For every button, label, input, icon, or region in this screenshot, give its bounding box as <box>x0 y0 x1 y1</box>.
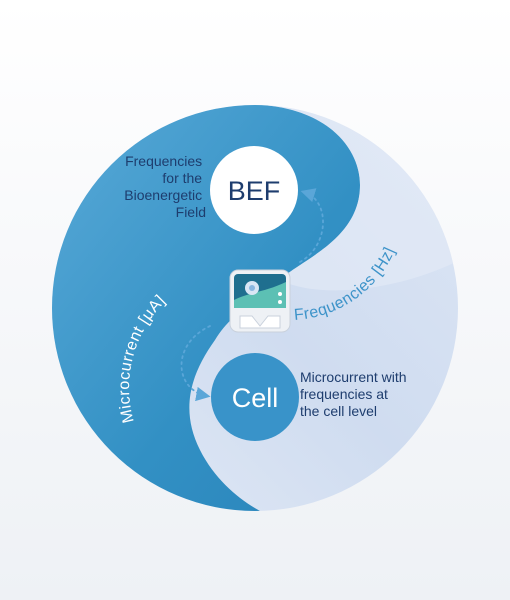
cell-description: Microcurrent with frequencies at the cel… <box>300 369 410 419</box>
bef-description-line: Field <box>176 204 206 220</box>
bef-label: BEF <box>228 176 281 206</box>
device-icon <box>229 269 291 333</box>
cell-node <box>211 353 299 441</box>
cell-description-line: frequencies at <box>300 386 388 402</box>
bef-description-line: Frequencies <box>125 153 202 169</box>
frequencies-arrow <box>299 188 324 263</box>
cell-description-line: the cell level <box>300 403 377 419</box>
bef-description-line: Bioenergetic <box>124 187 202 203</box>
bef-node <box>210 146 298 234</box>
cell-description-line: Microcurrent with <box>300 369 407 385</box>
microcurrent-arrow <box>180 325 211 402</box>
bef-description: Frequencies for the Bioenergetic Field <box>124 153 206 220</box>
cell-label: Cell <box>232 383 279 413</box>
bef-description-line: for the <box>162 170 202 186</box>
